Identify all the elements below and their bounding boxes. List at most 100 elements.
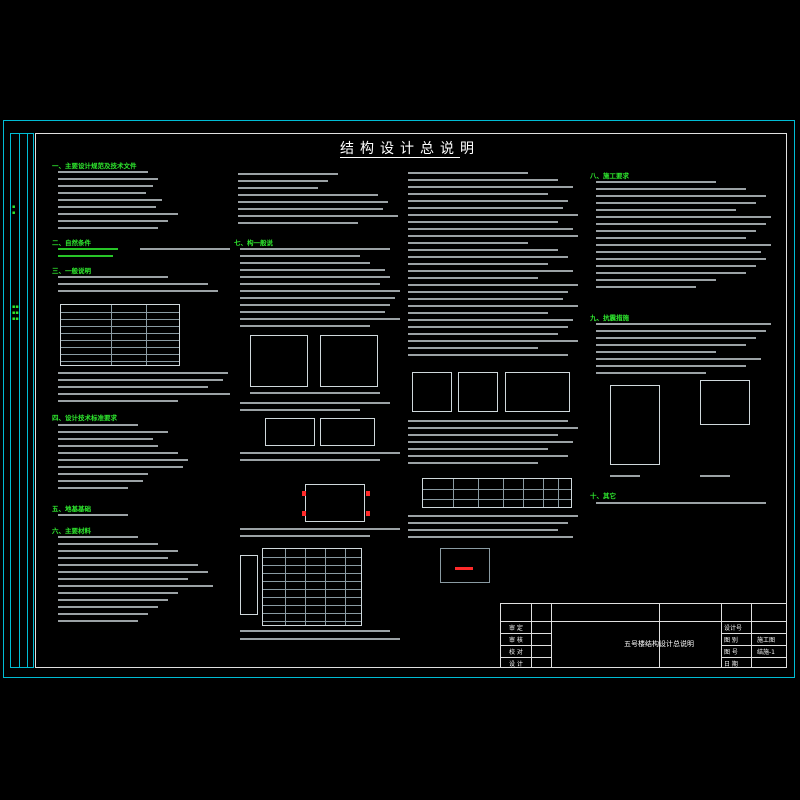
text-line bbox=[240, 535, 370, 537]
text-line bbox=[408, 420, 568, 422]
text-line bbox=[408, 249, 558, 251]
text-line bbox=[58, 206, 156, 208]
binding-strip: ▪▪ ▪▪▪▪▪▪ bbox=[10, 133, 34, 668]
drawing-border-outer bbox=[3, 120, 795, 678]
text-line bbox=[408, 340, 578, 342]
anchorage-table bbox=[262, 548, 362, 626]
section-heading-5: 五、地基基础 bbox=[52, 505, 91, 513]
text-line bbox=[408, 207, 563, 209]
text-line bbox=[240, 459, 380, 461]
strip-mark: ▪▪ bbox=[12, 204, 16, 216]
text-line bbox=[58, 248, 118, 250]
ring-beam-detail-drawing bbox=[700, 380, 750, 425]
section-heading-6: 六、主要材料 bbox=[52, 527, 91, 535]
text-line bbox=[58, 445, 158, 447]
text-line bbox=[596, 372, 706, 374]
text-line bbox=[408, 333, 558, 335]
section-heading-9: 九、抗震措施 bbox=[590, 314, 629, 322]
text-line bbox=[408, 319, 573, 321]
tb-label-design-no: 设计号 bbox=[724, 625, 743, 632]
text-line bbox=[58, 185, 153, 187]
tie-column-detail-drawing bbox=[610, 385, 660, 465]
text-line bbox=[408, 221, 558, 223]
text-line bbox=[240, 402, 390, 404]
text-line bbox=[58, 459, 188, 461]
text-line bbox=[596, 330, 766, 332]
tb-label-sheet-no: 图 号 bbox=[724, 649, 738, 656]
text-line bbox=[408, 214, 578, 216]
section-heading-8: 八、施工要求 bbox=[590, 172, 629, 180]
text-line bbox=[240, 297, 395, 299]
drawing-border-inner bbox=[35, 133, 787, 668]
section-heading-1: 一、主要设计规范及技术文件 bbox=[52, 162, 137, 170]
text-line bbox=[58, 620, 138, 622]
strip-divider bbox=[27, 134, 28, 667]
text-line bbox=[596, 265, 756, 267]
column-detail-drawing bbox=[320, 335, 378, 387]
text-line bbox=[596, 195, 766, 197]
text-line bbox=[58, 178, 158, 180]
text-line bbox=[596, 188, 746, 190]
section-heading-4: 四、设计技术标准要求 bbox=[52, 414, 117, 422]
text-line bbox=[58, 557, 168, 559]
tb-label-approve: 审 定 bbox=[509, 625, 523, 632]
text-line bbox=[240, 311, 385, 313]
section-heading-2: 二、自然条件 bbox=[52, 239, 91, 247]
text-line bbox=[408, 263, 548, 265]
column-detail-drawing bbox=[250, 335, 308, 387]
title-underline bbox=[340, 157, 460, 158]
text-line bbox=[58, 592, 178, 594]
text-line bbox=[596, 344, 746, 346]
title-block bbox=[500, 603, 787, 668]
text-line bbox=[240, 325, 370, 327]
text-line bbox=[596, 323, 771, 325]
text-line bbox=[408, 434, 558, 436]
text-line bbox=[58, 372, 228, 374]
text-line bbox=[58, 480, 143, 482]
text-line bbox=[408, 427, 578, 429]
text-line bbox=[596, 337, 756, 339]
text-line bbox=[58, 400, 178, 402]
strip-divider bbox=[19, 134, 20, 667]
text-line bbox=[238, 180, 328, 182]
lintel-table bbox=[422, 478, 572, 508]
text-line bbox=[240, 269, 385, 271]
text-line bbox=[58, 585, 213, 587]
text-line bbox=[610, 475, 640, 477]
text-line bbox=[240, 262, 370, 264]
load-table bbox=[60, 304, 180, 366]
text-line bbox=[596, 502, 766, 504]
text-line bbox=[58, 220, 168, 222]
text-line bbox=[240, 304, 390, 306]
text-line bbox=[700, 475, 730, 477]
text-line bbox=[58, 606, 158, 608]
text-line bbox=[240, 452, 400, 454]
text-line bbox=[596, 258, 766, 260]
text-line bbox=[408, 186, 573, 188]
text-line bbox=[596, 286, 696, 288]
section-heading-7: 七、构一般说 bbox=[234, 239, 273, 247]
text-line bbox=[408, 256, 568, 258]
lintel-detail-drawing bbox=[412, 372, 452, 412]
text-line bbox=[58, 564, 198, 566]
text-line bbox=[58, 393, 230, 395]
text-line bbox=[408, 193, 548, 195]
text-line bbox=[58, 543, 158, 545]
text-line bbox=[596, 223, 766, 225]
text-line bbox=[58, 192, 146, 194]
text-line bbox=[408, 354, 568, 356]
text-line bbox=[140, 248, 230, 250]
text-line bbox=[58, 283, 208, 285]
tb-label-review: 审 核 bbox=[509, 637, 523, 644]
opening-detail-drawing bbox=[302, 484, 370, 522]
text-line bbox=[596, 358, 761, 360]
text-line bbox=[408, 347, 538, 349]
text-line bbox=[408, 284, 578, 286]
text-line bbox=[408, 298, 563, 300]
text-line bbox=[408, 277, 538, 279]
text-line bbox=[408, 200, 568, 202]
text-line bbox=[58, 290, 218, 292]
text-line bbox=[408, 291, 568, 293]
tb-label-check: 校 对 bbox=[509, 649, 523, 656]
stair-detail-drawing bbox=[440, 548, 490, 583]
